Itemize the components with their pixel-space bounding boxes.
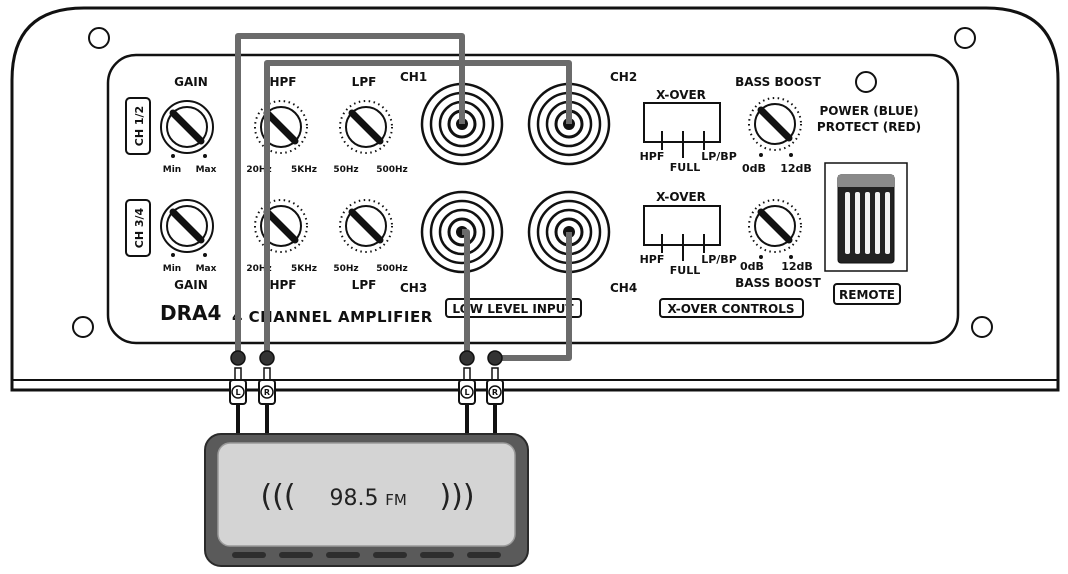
control-panel: [106, 53, 960, 345]
low-level-input-box: [445, 298, 582, 318]
remote-box: [833, 283, 901, 305]
gain-max-ch34: Max: [196, 264, 217, 274]
rca-plug-left-rear-label: L: [464, 388, 469, 397]
xover-switch-ch12[interactable]: [643, 102, 721, 158]
model-name: DRA4: [160, 301, 221, 325]
bass-boost-knob-ch34[interactable]: [748, 199, 802, 259]
gain-min-ch12: Min: [163, 165, 181, 175]
hpf-high-ch12: 5KHz: [291, 165, 317, 175]
xover-title-top: X-OVER: [656, 88, 706, 102]
power-led: [855, 71, 877, 93]
rca-plug-right-front-label: R: [264, 388, 270, 397]
gain-bottom-label: GAIN: [174, 278, 208, 292]
lpf-high-ch12: 500Hz: [376, 165, 408, 175]
ch34-tag: [125, 199, 151, 257]
gain-knob-ch12[interactable]: [160, 100, 214, 158]
rca-plug-left-rear: [458, 367, 476, 436]
cable-end-ch3: [459, 350, 475, 366]
xover-full-bottom: FULL: [670, 264, 700, 277]
bass-boost-top-label: BASS BOOST: [735, 75, 822, 89]
hpf-low-ch12: 20Hz: [246, 165, 271, 175]
rca-cables: [235, 33, 572, 361]
hpf-bottom-label: HPF: [269, 278, 296, 292]
gain-min-ch34: Min: [163, 264, 181, 274]
hpf-knob-ch12[interactable]: [254, 100, 308, 154]
lpf-top-label: LPF: [352, 75, 377, 89]
gain-top-label: GAIN: [174, 75, 208, 89]
cable-end-ch4: [487, 350, 503, 366]
xover-full-top: FULL: [670, 161, 700, 174]
lpf-knob-ch34[interactable]: [339, 199, 393, 253]
gain-max-ch12: Max: [196, 165, 217, 175]
rca-jack-ch4[interactable]: [527, 190, 611, 274]
radio-frequency: 98.5: [330, 486, 379, 511]
bass-boost-bottom-label: BASS BOOST: [735, 276, 822, 290]
ch1-label: CH1: [400, 70, 427, 84]
xover-title-bottom: X-OVER: [656, 190, 706, 204]
cable-ch4: [495, 232, 572, 361]
ch4-label: CH4: [610, 281, 637, 295]
rca-plug-left-front-label: L: [235, 388, 240, 397]
low-level-input-label: LOW LEVEL INPUT: [452, 302, 574, 316]
bass-boost-high-ch34: 12dB: [781, 260, 813, 273]
radio-waves-close: ))): [439, 479, 474, 514]
bass-boost-high-ch12: 12dB: [780, 162, 812, 175]
hpf-knob-ch34[interactable]: [254, 199, 308, 253]
xover-lpbp-top: LP/BP: [701, 150, 737, 163]
xover-controls-box: [659, 298, 804, 318]
rca-plug-right-rear: [486, 367, 504, 436]
model-subtitle: 4 CHANNEL AMPLIFIER: [232, 308, 433, 326]
remote-port[interactable]: [824, 162, 908, 272]
ch12-tag: [125, 97, 151, 155]
rca-plug-right-rear-label: R: [492, 388, 498, 397]
cable-end-ch1: [230, 350, 246, 366]
ch34-tag-label: CH 3/4: [133, 207, 146, 248]
protect-label: PROTECT (RED): [817, 120, 921, 134]
xover-hpf-bottom: HPF: [640, 253, 665, 266]
lpf-high-ch34: 500Hz: [376, 264, 408, 274]
cable-ch3: [462, 229, 470, 358]
cable-ch2: [264, 60, 572, 358]
hpf-top-label: HPF: [269, 75, 296, 89]
lpf-knob-ch12[interactable]: [339, 100, 393, 154]
ch3-label: CH3: [400, 281, 427, 295]
xover-controls-label: X-OVER CONTROLS: [667, 302, 794, 316]
bass-boost-knob-ch12[interactable]: [748, 97, 802, 157]
lpf-bottom-label: LPF: [352, 278, 377, 292]
mounting-hole-top-right: [954, 27, 976, 49]
radio-band: FM: [385, 491, 407, 509]
lpf-low-ch12: 50Hz: [333, 165, 358, 175]
bass-boost-low-ch12: 0dB: [742, 162, 766, 175]
xover-lpbp-bottom: LP/BP: [701, 253, 737, 266]
power-label: POWER (BLUE): [819, 104, 918, 118]
ch12-tag-label: CH 1/2: [133, 106, 146, 146]
cable-end-ch2: [259, 350, 275, 366]
mounting-hole-bottom-left: [72, 316, 94, 338]
mounting-hole-top-left: [88, 27, 110, 49]
xover-switch-ch34[interactable]: [643, 205, 721, 261]
hpf-high-ch34: 5KHz: [291, 264, 317, 274]
remote-label: REMOTE: [839, 288, 895, 302]
radio-waves-open: (((: [260, 479, 295, 514]
rca-plug-right-front: [258, 367, 276, 436]
cable-ch1: [235, 33, 465, 358]
xover-hpf-top: HPF: [640, 150, 665, 163]
gain-knob-ch34[interactable]: [160, 199, 214, 257]
ch2-label: CH2: [610, 70, 637, 84]
bass-boost-low-ch34: 0dB: [740, 260, 764, 273]
hpf-low-ch34: 20Hz: [246, 264, 271, 274]
head-unit: [204, 433, 529, 567]
mounting-hole-bottom-right: [971, 316, 993, 338]
rca-plug-left-front: [229, 367, 247, 436]
lpf-low-ch34: 50Hz: [333, 264, 358, 274]
